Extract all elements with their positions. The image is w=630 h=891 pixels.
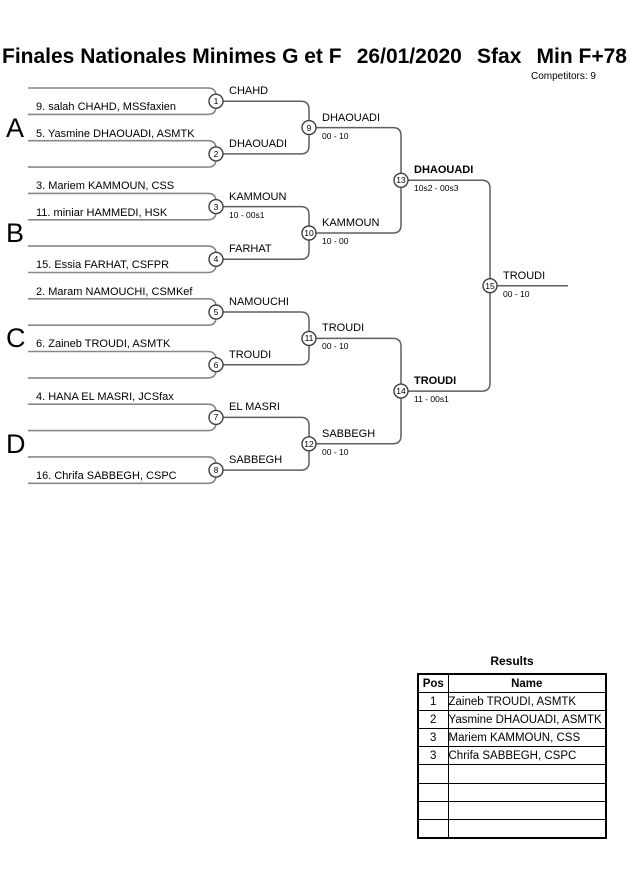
table-row	[417, 818, 607, 839]
match-number: 15	[485, 281, 495, 291]
match-number: 12	[304, 439, 314, 449]
match-winner: KAMMOUN	[229, 191, 287, 203]
table-row: 3 Mariem KAMMOUN, CSS	[417, 728, 607, 748]
match-winner: TROUDI	[503, 270, 546, 282]
pos-cell: 2	[417, 710, 449, 730]
match-number: 6	[213, 360, 219, 370]
table-row	[417, 782, 607, 802]
title-event: Finales Nationales Minimes G et F	[2, 45, 342, 68]
match-number: 10	[304, 228, 314, 238]
match-number: 14	[396, 386, 406, 396]
table-row	[417, 800, 607, 820]
pos-cell: 1	[417, 692, 449, 712]
match-winner: DHAOUADI	[414, 164, 474, 176]
match-winner: KAMMOUN	[322, 217, 380, 229]
name-cell: Chrifa SABBEGH, CSPC	[447, 746, 607, 766]
col-header-name: Name	[447, 673, 607, 694]
match-score: 00 - 10	[322, 447, 349, 457]
match-circles	[208, 93, 498, 478]
entry-name: 5. Yasmine DHAOUADI, ASMTK	[36, 128, 195, 140]
entry-name: 3. Mariem KAMMOUN, CSS	[36, 180, 175, 192]
entry-name: 6. Zaineb TROUDI, ASMTK	[36, 338, 171, 350]
results-header-row: Pos Name	[417, 673, 607, 694]
entry-name: 16. Chrifa SABBEGH, CSPC	[36, 470, 177, 482]
section-label-c: C	[6, 323, 26, 353]
match-winner: DHAOUADI	[322, 112, 381, 124]
table-row	[417, 764, 607, 784]
match-score: 00 - 10	[322, 131, 349, 141]
pos-cell	[417, 800, 449, 820]
page-title: Finales Nationales Minimes G et F 26/01/…	[2, 45, 627, 69]
section-label-d: D	[6, 429, 26, 459]
match-score: 10 - 00	[322, 236, 349, 246]
col-header-pos: Pos	[417, 673, 449, 694]
match-winner: CHAHD	[229, 85, 269, 97]
match-winner: SABBEGH	[322, 428, 376, 440]
pos-cell: 3	[417, 728, 449, 748]
match-number: 1	[213, 96, 219, 106]
table-row: 1 Zaineb TROUDI, ASMTK	[417, 692, 607, 712]
entry-name: 15. Essia FARHAT, CSFPR	[36, 259, 170, 271]
results-table: Pos Name 1 Zaineb TROUDI, ASMTK 2 Yasmin…	[417, 673, 607, 839]
entry-name: 9. salah CHAHD, MSSfaxien	[36, 101, 176, 113]
title-category: Min F+78	[536, 45, 627, 68]
bracket-lines	[28, 87, 568, 485]
match-number: 3	[213, 202, 219, 212]
match-score: 10 - 00s1	[229, 210, 265, 220]
pos-cell	[417, 782, 449, 802]
name-cell	[447, 764, 607, 784]
title-date: 26/01/2020	[356, 45, 462, 68]
match-number: 7	[213, 412, 219, 422]
connector-lines	[223, 100, 568, 471]
name-cell: Yasmine DHAOUADI, ASMTK	[447, 710, 607, 730]
entry-name: 2. Maram NAMOUCHI, CSMKef	[36, 286, 193, 298]
section-label-a: A	[6, 113, 25, 143]
title-location: Sfax	[477, 45, 522, 68]
name-cell: Zaineb TROUDI, ASMTK	[447, 692, 607, 712]
competitors-count: Competitors: 9	[530, 71, 596, 82]
section-label-b: B	[6, 218, 25, 248]
pos-cell	[417, 764, 449, 784]
match-winner: SABBEGH	[229, 454, 283, 466]
match-number: 5	[213, 307, 219, 317]
name-cell	[447, 818, 607, 839]
match-winner: EL MASRI	[229, 401, 280, 413]
match-number: 11	[304, 333, 314, 343]
match-number: 4	[213, 254, 219, 264]
match-winner: NAMOUCHI	[229, 296, 289, 308]
pos-cell	[417, 818, 449, 839]
match-winner: DHAOUADI	[229, 138, 288, 150]
match-winner: TROUDI	[229, 349, 272, 361]
match-winner: FARHAT	[229, 243, 272, 255]
match-winner: TROUDI	[414, 375, 457, 387]
table-row: 2 Yasmine DHAOUADI, ASMTK	[417, 710, 607, 730]
entry-name: 4. HANA EL MASRI, JCSfax	[36, 391, 174, 403]
match-score: 10s2 - 00s3	[414, 183, 459, 193]
match-score: 00 - 10	[322, 341, 349, 351]
results-title: Results	[490, 654, 534, 668]
match-winner: TROUDI	[322, 322, 365, 334]
match-score: 11 - 00s1	[414, 394, 449, 404]
match-number: 9	[306, 123, 312, 133]
match-score: 00 - 10	[503, 289, 530, 299]
name-cell	[447, 800, 607, 820]
match-number: 2	[213, 149, 219, 159]
table-row: 3 Chrifa SABBEGH, CSPC	[417, 746, 607, 766]
entry-name: 11. miniar HAMMEDI, HSK	[36, 207, 168, 219]
name-cell	[447, 782, 607, 802]
pos-cell: 3	[417, 746, 449, 766]
match-number: 8	[213, 465, 219, 475]
name-cell: Mariem KAMMOUN, CSS	[447, 728, 607, 748]
match-number: 13	[396, 175, 406, 185]
